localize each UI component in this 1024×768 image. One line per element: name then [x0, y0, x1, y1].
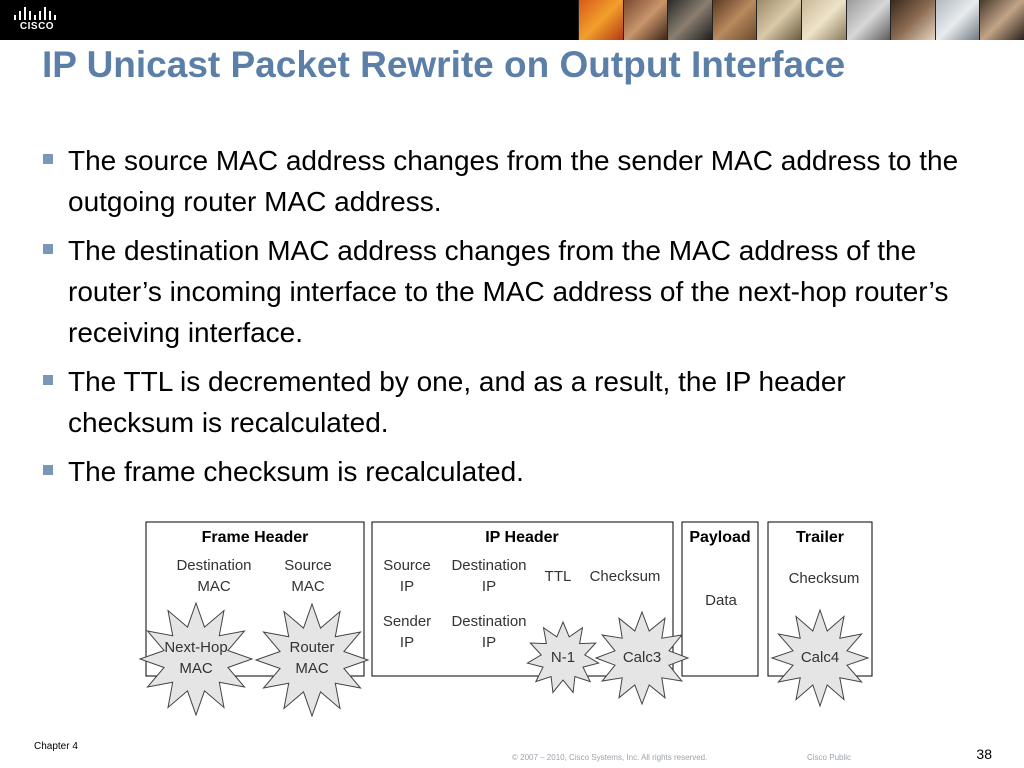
src-ip-label-2: IP [400, 578, 414, 595]
cisco-logo: CISCO [12, 6, 62, 36]
banner-photo [667, 0, 712, 40]
ip-header-title: IP Header [485, 529, 559, 546]
ttl-rewrite-burst [526, 620, 600, 694]
bullet-item: The frame checksum is recalculated. [42, 451, 962, 492]
next-hop-mac-label-1: Next-Hop [164, 639, 227, 656]
cisco-logo-text: CISCO [19, 21, 55, 32]
ttl-new-label: N-1 [551, 649, 575, 666]
banner-photo [711, 0, 757, 40]
frame-header-title: Frame Header [202, 529, 309, 546]
packet-rewrite-diagram: Frame Header IP Header Payload Trailer D… [138, 521, 873, 718]
bullet-item: The source MAC address changes from the … [42, 140, 962, 222]
dest-ip2-label-2: IP [482, 634, 496, 651]
bullet-text: The frame checksum is recalculated. [68, 456, 524, 487]
router-mac-burst [254, 602, 370, 718]
trailer-checksum-new-label: Calc4 [801, 649, 839, 666]
bullet-text: The destination MAC address changes from… [68, 235, 949, 348]
payload-data-label: Data [705, 592, 737, 609]
bullet-text: The source MAC address changes from the … [68, 145, 959, 217]
banner-photo [800, 0, 846, 40]
src-ip-label-1: Source [383, 557, 431, 574]
next-hop-mac-label-2: MAC [179, 660, 213, 677]
bullet-item: The destination MAC address changes from… [42, 230, 962, 353]
bullet-list: The source MAC address changes from the … [42, 140, 962, 500]
banner-photo [622, 0, 668, 40]
ttl-label: TTL [545, 568, 572, 585]
page-number: 38 [976, 746, 992, 762]
rewrite-bursts [138, 601, 870, 718]
banner-photo [934, 0, 980, 40]
square-bullet-icon [43, 244, 53, 254]
dest-mac-label-1: Destination [176, 557, 251, 574]
sender-ip-label-2: IP [400, 634, 414, 651]
router-mac-label-2: MAC [295, 660, 329, 677]
trailer-title: Trailer [796, 529, 844, 546]
trailer-checksum-label: Checksum [789, 570, 860, 587]
banner-photo [890, 0, 935, 40]
banner-photo [578, 0, 623, 40]
square-bullet-icon [43, 465, 53, 475]
dest-ip-label-1: Destination [451, 557, 526, 574]
ip-checksum-rewrite-burst [594, 610, 690, 706]
chapter-label: Chapter 4 [34, 741, 78, 752]
slide-title: IP Unicast Packet Rewrite on Output Inte… [42, 44, 846, 85]
ip-checksum-new-label: Calc3 [623, 649, 661, 666]
photo-strip [578, 0, 1024, 40]
header-banner: CISCO [0, 0, 1024, 40]
bullet-text: The TTL is decremented by one, and as a … [68, 366, 846, 438]
bullet-item: The TTL is decremented by one, and as a … [42, 361, 962, 443]
dest-ip-label-2: IP [482, 578, 496, 595]
ip-checksum-label: Checksum [590, 568, 661, 585]
src-mac-label-2: MAC [291, 578, 325, 595]
banner-photo [756, 0, 801, 40]
dest-ip2-label-1: Destination [451, 613, 526, 630]
copyright-text: © 2007 – 2010, Cisco Systems, Inc. All r… [512, 753, 708, 762]
src-mac-label-1: Source [284, 557, 332, 574]
banner-photo [979, 0, 1024, 40]
banner-photo [845, 0, 891, 40]
trailer-checksum-rewrite-burst [770, 608, 870, 708]
square-bullet-icon [43, 375, 53, 385]
square-bullet-icon [43, 154, 53, 164]
payload-title: Payload [689, 529, 750, 546]
dest-mac-label-2: MAC [197, 578, 231, 595]
router-mac-label-1: Router [289, 639, 334, 656]
cisco-bars-icon [14, 7, 56, 20]
payload-box [681, 521, 759, 677]
sender-ip-label-1: Sender [383, 613, 431, 630]
next-hop-mac-burst [138, 601, 254, 717]
classification-label: Cisco Public [807, 753, 852, 762]
